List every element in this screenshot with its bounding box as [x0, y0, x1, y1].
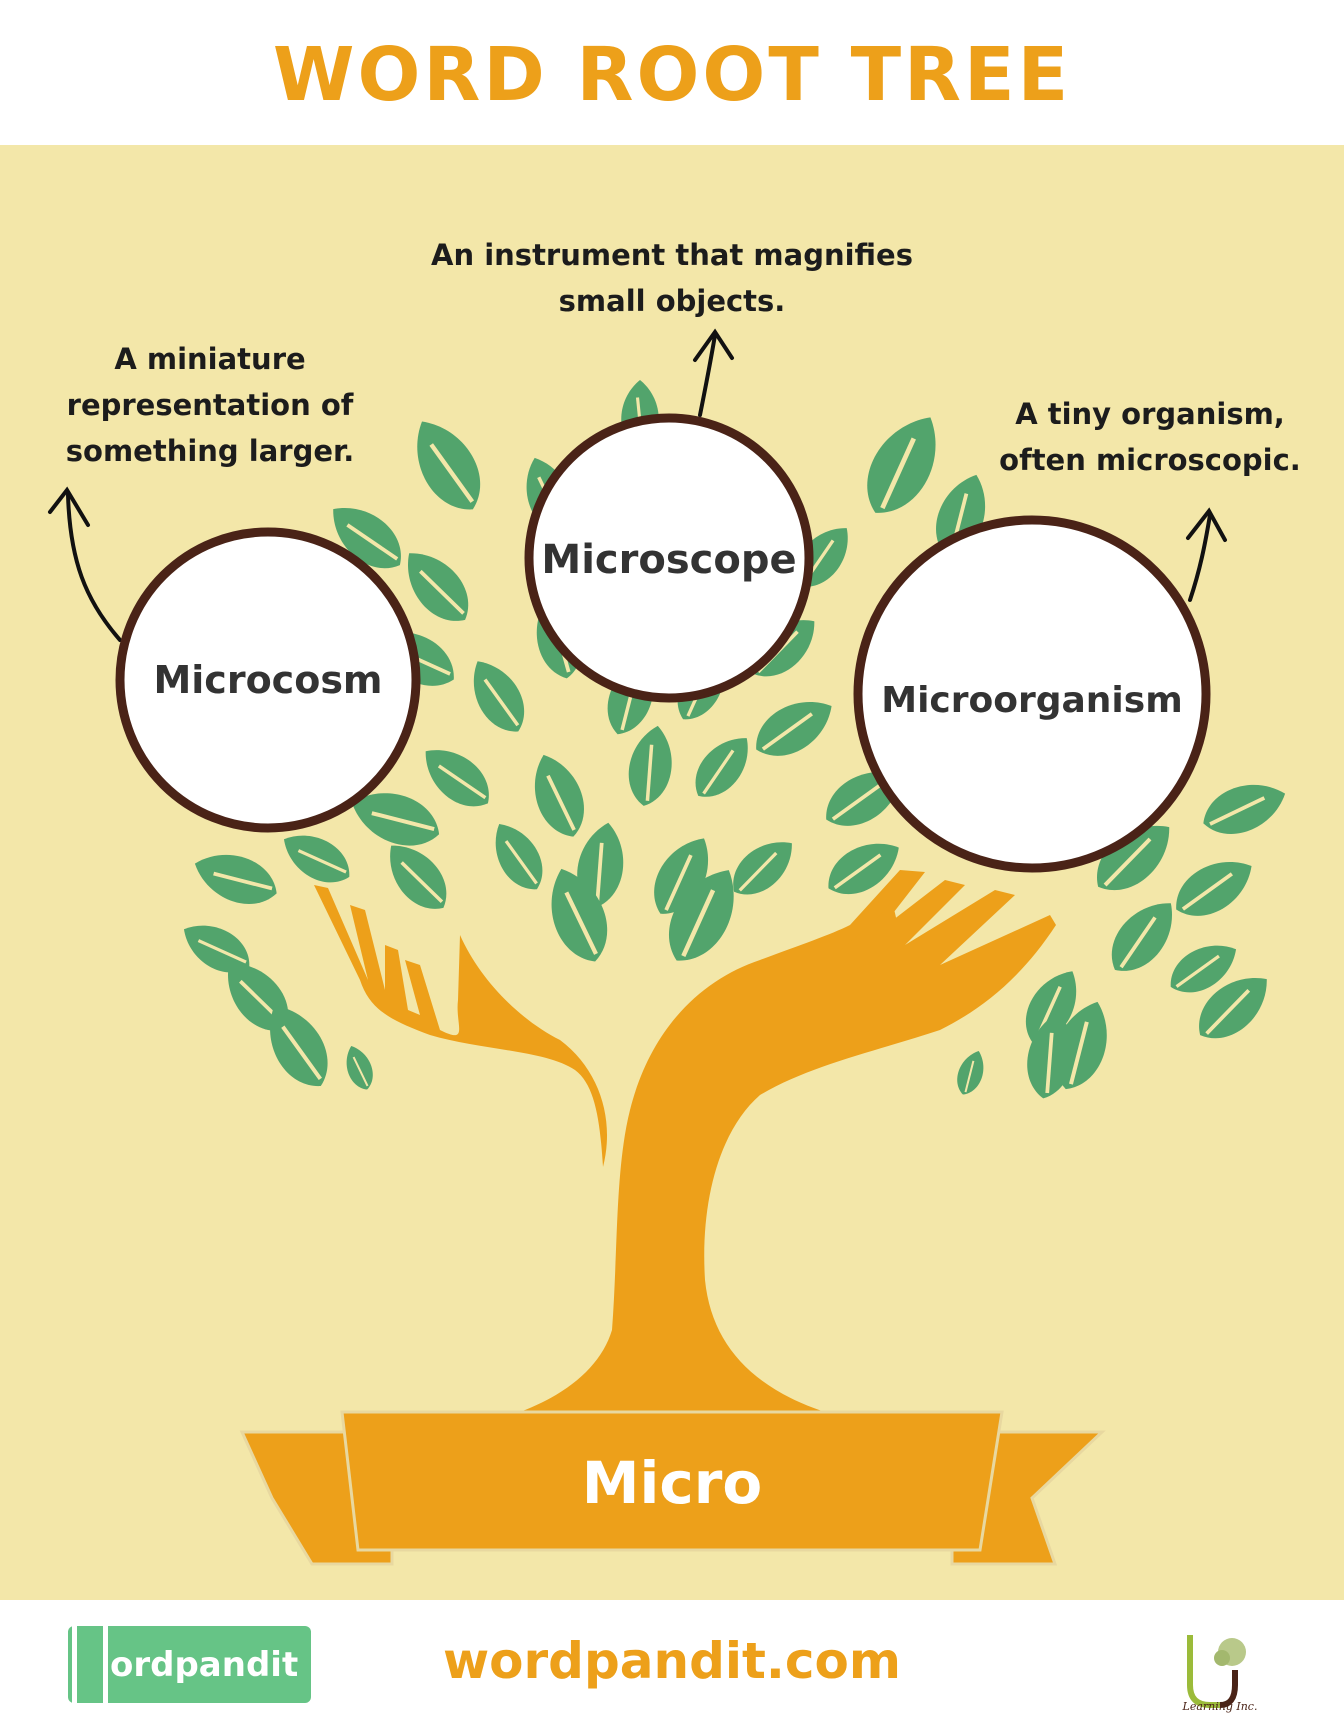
- arrow-microorganism: [1188, 513, 1212, 602]
- page-title: WORD ROOT TREE: [272, 32, 1072, 118]
- learning-inc-text: Learning Inc.: [1182, 1700, 1258, 1713]
- root-word: Micro: [581, 1449, 763, 1517]
- definition-microscope: An instrument that magnifies small objec…: [372, 232, 972, 324]
- footer: ordpandit wordpandit.com Learning Inc.: [0, 1600, 1344, 1728]
- leaf-vein: [761, 712, 813, 751]
- definition-microorganism: A tiny organism, often microscopic.: [970, 391, 1330, 483]
- leaf-vein: [833, 853, 882, 890]
- definition-microcosm: A miniature representation of something …: [40, 336, 380, 474]
- circle-microscope: [524, 413, 814, 703]
- leaf-vein: [564, 891, 598, 955]
- leaf-vein: [400, 861, 444, 904]
- leaf-vein: [213, 871, 273, 891]
- word-microscope: Microscope: [541, 537, 797, 583]
- website-link[interactable]: wordpandit.com: [442, 1632, 902, 1690]
- left-arm-hand: [314, 885, 608, 1167]
- leaf-vein: [281, 1025, 322, 1081]
- leaf-vein: [1181, 872, 1233, 911]
- wordpandit-logo[interactable]: ordpandit: [68, 1618, 311, 1708]
- learning-inc-logo: [1187, 1635, 1246, 1708]
- leaf-vein: [297, 849, 347, 874]
- leaf-vein: [197, 939, 247, 964]
- leaf-vein: [664, 854, 693, 911]
- leaf-vein: [831, 782, 883, 821]
- definition-line: often microscopic.: [999, 443, 1301, 477]
- bookmark-w-icon: [72, 1618, 108, 1708]
- leaf-vein: [419, 569, 465, 615]
- leaf-vein: [429, 443, 475, 503]
- arrow-microscope: [698, 333, 717, 417]
- leaf-vein: [352, 1056, 369, 1087]
- leaf-vein: [437, 764, 487, 800]
- word-microcosm: Microcosm: [153, 658, 383, 702]
- arrow-microcosm: [66, 493, 122, 642]
- header: WORD ROOT TREE: [0, 0, 1344, 145]
- leaf-vein: [1205, 989, 1251, 1035]
- definition-line: small objects.: [558, 284, 786, 318]
- leaf-vein: [1209, 796, 1266, 826]
- definition-line: A miniature: [114, 342, 306, 376]
- leaf-vein: [681, 889, 716, 958]
- definition-line: something larger.: [65, 434, 355, 468]
- leaf-vein: [371, 811, 435, 831]
- leaf-vein: [738, 851, 778, 892]
- leaf-vein: [483, 678, 520, 727]
- definition-line: A tiny organism,: [1015, 397, 1285, 431]
- definition-line: An instrument that magnifies: [431, 238, 913, 272]
- root-ribbon: [239, 1410, 1106, 1566]
- leaf-vein: [964, 1060, 975, 1093]
- leaf-vein: [1119, 916, 1157, 969]
- definition-line: representation of: [66, 388, 354, 422]
- logo-text: ordpandit: [110, 1644, 299, 1685]
- leaf-vein: [880, 437, 916, 510]
- circle-microcosm: [115, 527, 421, 833]
- leaf-vein: [1103, 837, 1152, 887]
- leaf-vein: [595, 842, 604, 904]
- arrows: [48, 328, 1227, 642]
- leaf-vein: [1069, 1021, 1089, 1085]
- right-thumb: [830, 900, 900, 975]
- tree-trunk: [505, 870, 1056, 1417]
- leaf-vein: [504, 840, 538, 885]
- circle-microorganism: [853, 515, 1211, 873]
- leaf-vein: [546, 774, 576, 831]
- leaf-vein: [645, 744, 654, 801]
- leaf-vein: [346, 523, 399, 561]
- leaf-vein: [702, 749, 735, 795]
- leaf-vein: [1175, 954, 1220, 988]
- word-microorganism: Microorganism: [881, 679, 1183, 721]
- leaf-vein: [1045, 1032, 1054, 1094]
